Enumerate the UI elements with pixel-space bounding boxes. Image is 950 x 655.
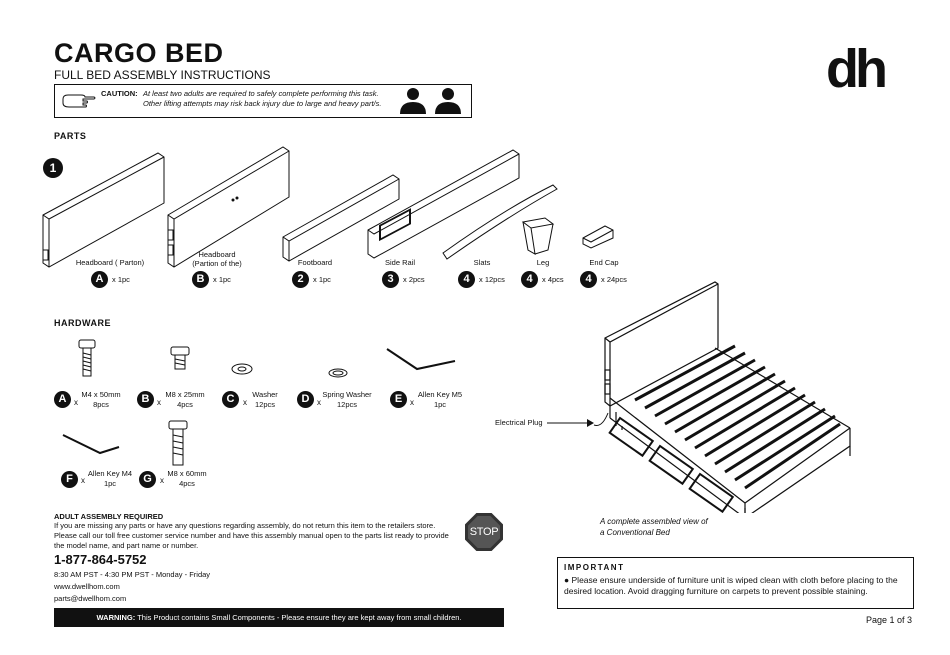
part-code-badge: 4 xyxy=(458,271,475,288)
caution-line-1: At least two adults are required to safe… xyxy=(143,89,379,98)
part-code-badge: 3 xyxy=(382,271,399,288)
part-qty: x 2pcs xyxy=(403,275,425,284)
support-phone: 1-877-864-5752 xyxy=(54,552,147,567)
hardware-code-badge: F xyxy=(61,471,78,488)
hardware-code-badge: G xyxy=(139,471,156,488)
times-mark: x xyxy=(157,398,161,407)
part-qty: x 4pcs xyxy=(542,275,564,284)
part-qty: x 24pcs xyxy=(601,275,627,284)
important-text-wrap: ● Please ensure underside of furniture u… xyxy=(564,575,907,597)
part-code-badge: 4 xyxy=(580,271,597,288)
support-email[interactable]: parts@dwellhom.com xyxy=(54,594,127,603)
bolt-m8-25-illustration xyxy=(170,346,190,370)
hardware-illustrations xyxy=(62,339,456,466)
warning-text: This Product contains Small Components -… xyxy=(137,613,462,622)
part-name: Side Rail xyxy=(384,258,415,267)
part-code-badge: A xyxy=(91,271,108,288)
part-name: Footboard xyxy=(297,258,333,267)
hardware-code-badge: C xyxy=(222,391,239,408)
page-title: CARGO BED xyxy=(54,38,224,68)
part-code-badge: B xyxy=(192,271,209,288)
hardware-code-badge: D xyxy=(297,391,314,408)
step-badge: 1 xyxy=(43,158,63,178)
adult-assembly-text: If you are missing any parts or have any… xyxy=(54,521,449,551)
caution-line-2: Other lifting attempts may risk back inj… xyxy=(143,99,382,108)
caution-box: CAUTION: At least two adults are require… xyxy=(54,84,472,118)
bolt-m4-illustration xyxy=(78,339,96,377)
arrow-right-icon xyxy=(547,419,594,427)
part-qty: x 1pc xyxy=(313,275,331,284)
part-name: End Cap xyxy=(589,258,619,267)
two-person-icon xyxy=(400,88,461,114)
part-code-badge: 4 xyxy=(521,271,538,288)
adult-assembly-heading: ADULT ASSEMBLY REQUIRED xyxy=(54,512,164,521)
times-mark: x xyxy=(81,476,85,485)
bed-slats xyxy=(634,344,841,490)
part-name: Headboard (Partion of the) xyxy=(192,250,242,269)
footboard-illustration xyxy=(282,174,400,262)
end-cap-illustration xyxy=(582,225,614,249)
times-mark: x xyxy=(243,398,247,407)
part-name: Leg xyxy=(536,258,550,267)
parts-illustrations xyxy=(42,146,614,268)
caution-label: CAUTION: xyxy=(101,89,138,98)
part-qty: x 1pc xyxy=(213,275,231,284)
part-name: Headboard ( Parton) xyxy=(75,258,145,267)
slat-illustration xyxy=(442,184,558,260)
important-heading: IMPORTANT xyxy=(564,563,625,572)
important-box: IMPORTANT ● Please ensure underside of f… xyxy=(557,557,914,609)
hardware-heading: HARDWARE xyxy=(54,318,111,328)
allen-key-m5-illustration xyxy=(386,348,456,371)
washer-illustration xyxy=(231,363,253,375)
hardware-code-badge: B xyxy=(137,391,154,408)
headboard-a-illustration xyxy=(42,152,165,268)
bolt-m8-60-illustration xyxy=(168,420,188,466)
allen-key-m4-illustration xyxy=(62,434,120,455)
brand-logo: dh xyxy=(826,39,888,99)
part-name: Slats xyxy=(473,258,491,267)
page-number: Page 1 of 3 xyxy=(866,615,913,625)
times-mark: x xyxy=(160,476,164,485)
pointing-hand-icon xyxy=(62,94,96,108)
bullet-icon: ● xyxy=(564,575,570,585)
part-qty: x 1pc xyxy=(112,275,130,284)
assembled-bed-illustration xyxy=(593,281,851,513)
headboard-b-illustration xyxy=(167,146,290,268)
warning-label: WARNING: xyxy=(96,613,136,622)
important-text: Please ensure underside of furniture uni… xyxy=(564,575,898,597)
support-hours: 8:30 AM PST - 4:30 PM PST - Monday - Fri… xyxy=(54,570,211,579)
warning-bar: WARNING: This Product contains Small Com… xyxy=(54,608,504,627)
times-mark: x xyxy=(410,398,414,407)
spring-washer-illustration xyxy=(328,368,348,378)
page-subtitle: FULL BED ASSEMBLY INSTRUCTIONS xyxy=(54,68,271,82)
part-code-badge: 2 xyxy=(292,271,309,288)
times-mark: x xyxy=(317,398,321,407)
electrical-plug-label: Electrical Plug xyxy=(495,418,543,427)
hardware-code-badge: A xyxy=(54,391,71,408)
stop-sign-text: STOP xyxy=(468,516,500,548)
leg-illustration xyxy=(521,217,555,255)
assembled-caption: A complete assembled view of a Conventio… xyxy=(600,517,708,537)
support-website[interactable]: www.dwellhom.com xyxy=(54,582,120,591)
stop-sign-icon: STOP xyxy=(465,513,503,551)
hardware-code-badge: E xyxy=(390,391,407,408)
times-mark: x xyxy=(74,398,78,407)
parts-heading: PARTS xyxy=(54,131,87,141)
part-qty: x 12pcs xyxy=(479,275,505,284)
side-rail-illustration xyxy=(367,149,520,259)
